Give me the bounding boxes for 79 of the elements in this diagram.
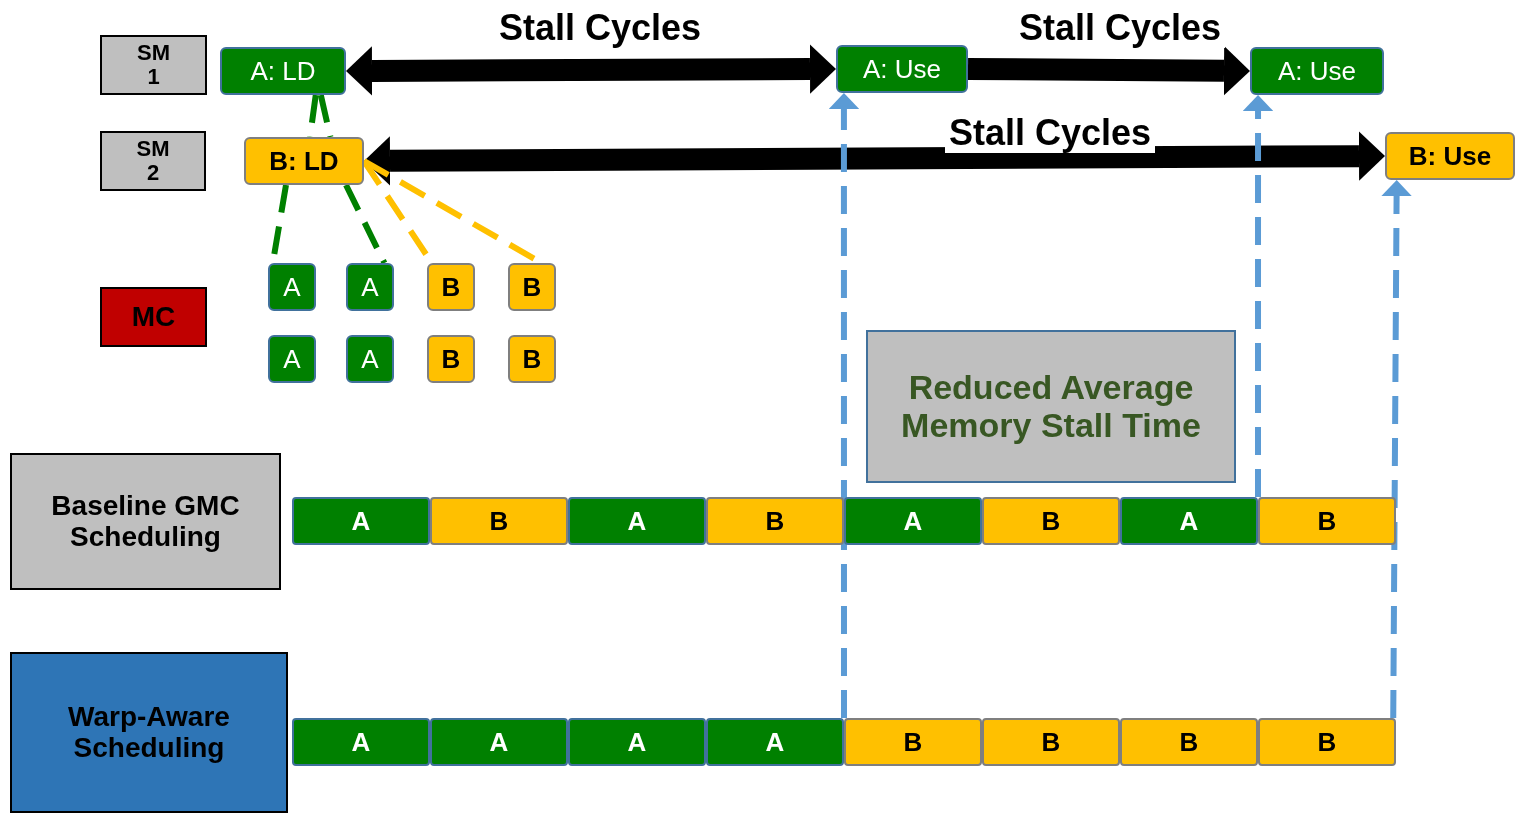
dashed-arrow [1381, 180, 1412, 719]
timeline-slot [982, 718, 1120, 766]
scheme-label-box [10, 652, 288, 813]
timeline-slot [430, 497, 568, 545]
callout-box [866, 330, 1236, 483]
timeline-slot [292, 718, 430, 766]
node-text: B [1041, 727, 1061, 757]
scheme-label-box [10, 453, 281, 590]
node-text: A [351, 506, 371, 536]
timeline-slot [568, 718, 706, 766]
mc-label-box [100, 287, 207, 347]
node-text: A [627, 727, 647, 757]
request-box [427, 263, 475, 311]
node-text: Baseline GMC Scheduling [50, 490, 241, 553]
node-text: B [441, 344, 461, 374]
node-text: Warp-Aware Scheduling [67, 701, 231, 764]
timeline-slot [982, 497, 1120, 545]
request-box [427, 335, 475, 383]
timeline-slot [568, 497, 706, 545]
dashed-line [307, 94, 319, 138]
node-text: A [1179, 506, 1199, 536]
dashed-arrow [1242, 95, 1274, 497]
node-text: B [903, 727, 923, 757]
instruction-box [836, 45, 968, 93]
request-box [268, 335, 316, 383]
node-text: B [1317, 506, 1337, 536]
node-text: B [1041, 506, 1061, 536]
node-text: B [441, 272, 461, 302]
timeline-slot [292, 497, 430, 545]
request-box [508, 263, 556, 311]
request-box [508, 335, 556, 383]
timeline-slot [1258, 497, 1396, 545]
timeline-slot [706, 718, 844, 766]
arrow [967, 46, 1250, 96]
instruction-box [244, 137, 364, 185]
node-text: A [361, 272, 379, 302]
node-text: B [522, 272, 542, 302]
node-text: A [283, 272, 301, 302]
request-box [346, 263, 394, 311]
timeline-slot [430, 718, 568, 766]
instruction-box [220, 47, 346, 95]
node-text: B [765, 506, 785, 536]
timeline-slot [844, 718, 982, 766]
node-text: B [1317, 727, 1337, 757]
double-arrow [346, 44, 836, 96]
node-text: B [1179, 727, 1199, 757]
double-arrow [364, 131, 1385, 186]
instruction-box [1250, 47, 1384, 95]
node-text: A: Use [1278, 56, 1356, 86]
node-text: A [361, 344, 379, 374]
node-text: A [351, 727, 371, 757]
dashed-arrow [828, 93, 860, 718]
node-text: SM 1 [136, 40, 171, 90]
node-text: A [283, 344, 301, 374]
node-text: MC [131, 301, 176, 333]
instruction-box [1385, 132, 1515, 180]
node-text: B [522, 344, 542, 374]
timeline-slot [1258, 718, 1396, 766]
node-text: Reduced Average Memory Stall Time [900, 369, 1202, 444]
node-text: A [765, 727, 785, 757]
dashed-line [343, 183, 388, 265]
node-text: A [489, 727, 509, 757]
timeline-slot [706, 497, 844, 545]
node-text: A [627, 506, 647, 536]
timeline-slot [844, 497, 982, 545]
node-text: A: LD [250, 56, 316, 86]
node-text: A: Use [863, 54, 941, 84]
node-text: A [903, 506, 923, 536]
request-box [268, 263, 316, 311]
dashed-line [317, 94, 334, 138]
timeline-slot [1120, 497, 1258, 545]
node-text: B [489, 506, 509, 536]
node-text: SM 2 [135, 136, 171, 186]
sm-label-box [100, 131, 206, 191]
node-text: B: LD [269, 146, 339, 176]
sm-label-box [100, 35, 207, 95]
node-text: B: Use [1408, 141, 1492, 171]
request-box [346, 335, 394, 383]
timeline-slot [1120, 718, 1258, 766]
